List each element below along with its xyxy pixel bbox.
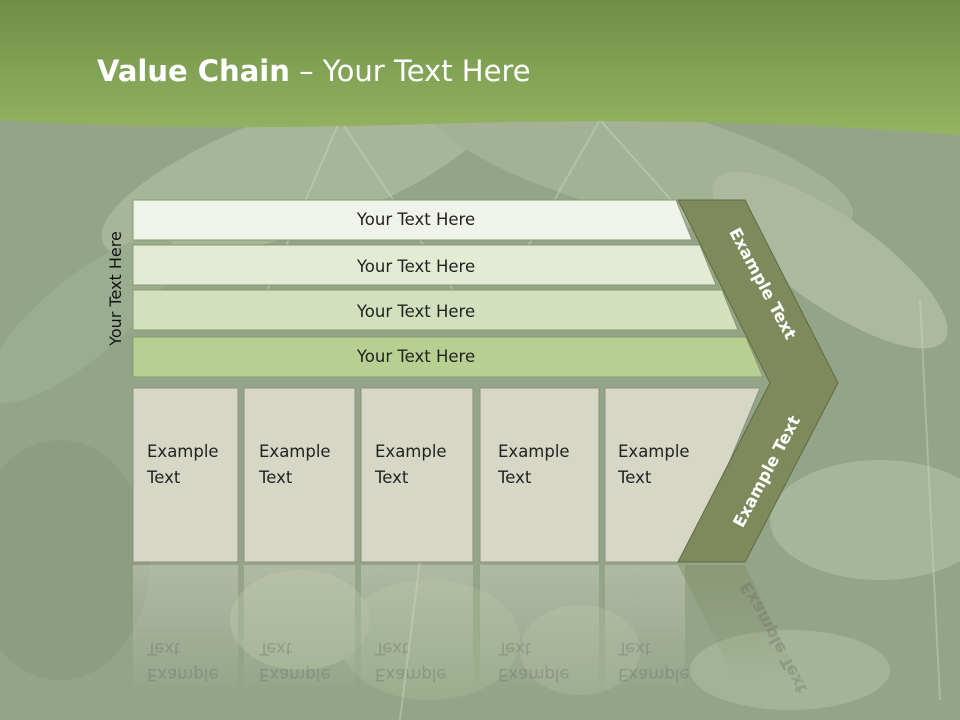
cell-reflections [133,565,800,695]
cell-box-2 [243,387,356,563]
cell-4-line2: Text [498,468,532,487]
cell-1-line1: Example [147,442,219,461]
cell-box-3 [360,387,474,563]
row-strip-4 [132,336,764,378]
row-label-3: Your Text Here [356,301,476,321]
cell-2-line2: Text [259,468,293,487]
refl-1-line1: Example [147,665,219,684]
cell-reflection-text-3: Example Text [375,635,447,687]
cell-box-1 [132,387,239,563]
refl-5-line1: Example [618,665,690,684]
refl-1-line2: Text [147,639,181,658]
cell-3-line2: Text [375,468,409,487]
cell-1-line2: Text [147,468,181,487]
refl-4-line2: Text [498,639,532,658]
cell-5-line2: Text [618,468,652,487]
refl-4-line1: Example [498,665,570,684]
cell-reflection-text-4: Example Text [498,635,570,687]
title-rest: – Your Text Here [289,54,531,88]
row-strip-1 [132,199,693,241]
refl-3-line2: Text [375,639,409,658]
cell-reflection-text-1: Example Text [147,635,219,687]
cell-5-line1: Example [618,442,690,461]
row-label-1: Your Text Here [356,209,476,229]
row-strip-2 [132,244,717,286]
refl-2-line2: Text [259,639,293,658]
row-strip-3 [132,289,739,331]
row-label-4: Your Text Here [356,346,476,366]
refl-3-line1: Example [375,665,447,684]
title-bold: Value Chain [97,54,290,88]
refl-2-line1: Example [259,665,331,684]
cell-reflection-text-5: Example Text [618,635,690,687]
chevron-shape [677,199,839,563]
vertical-side-label: Your Text Here [100,190,130,386]
slide-title: Value Chain – Your Text Here [97,54,531,88]
cell-box-4 [479,387,600,563]
cell-3-line1: Example [375,442,447,461]
header-band [0,0,960,135]
side-label-text: Your Text Here [105,230,125,346]
row-label-2: Your Text Here [356,256,476,276]
cell-4-line1: Example [498,442,570,461]
cell-reflection-text-2: Example Text [259,635,331,687]
cell-2-line1: Example [259,442,331,461]
refl-5-line2: Text [618,639,652,658]
